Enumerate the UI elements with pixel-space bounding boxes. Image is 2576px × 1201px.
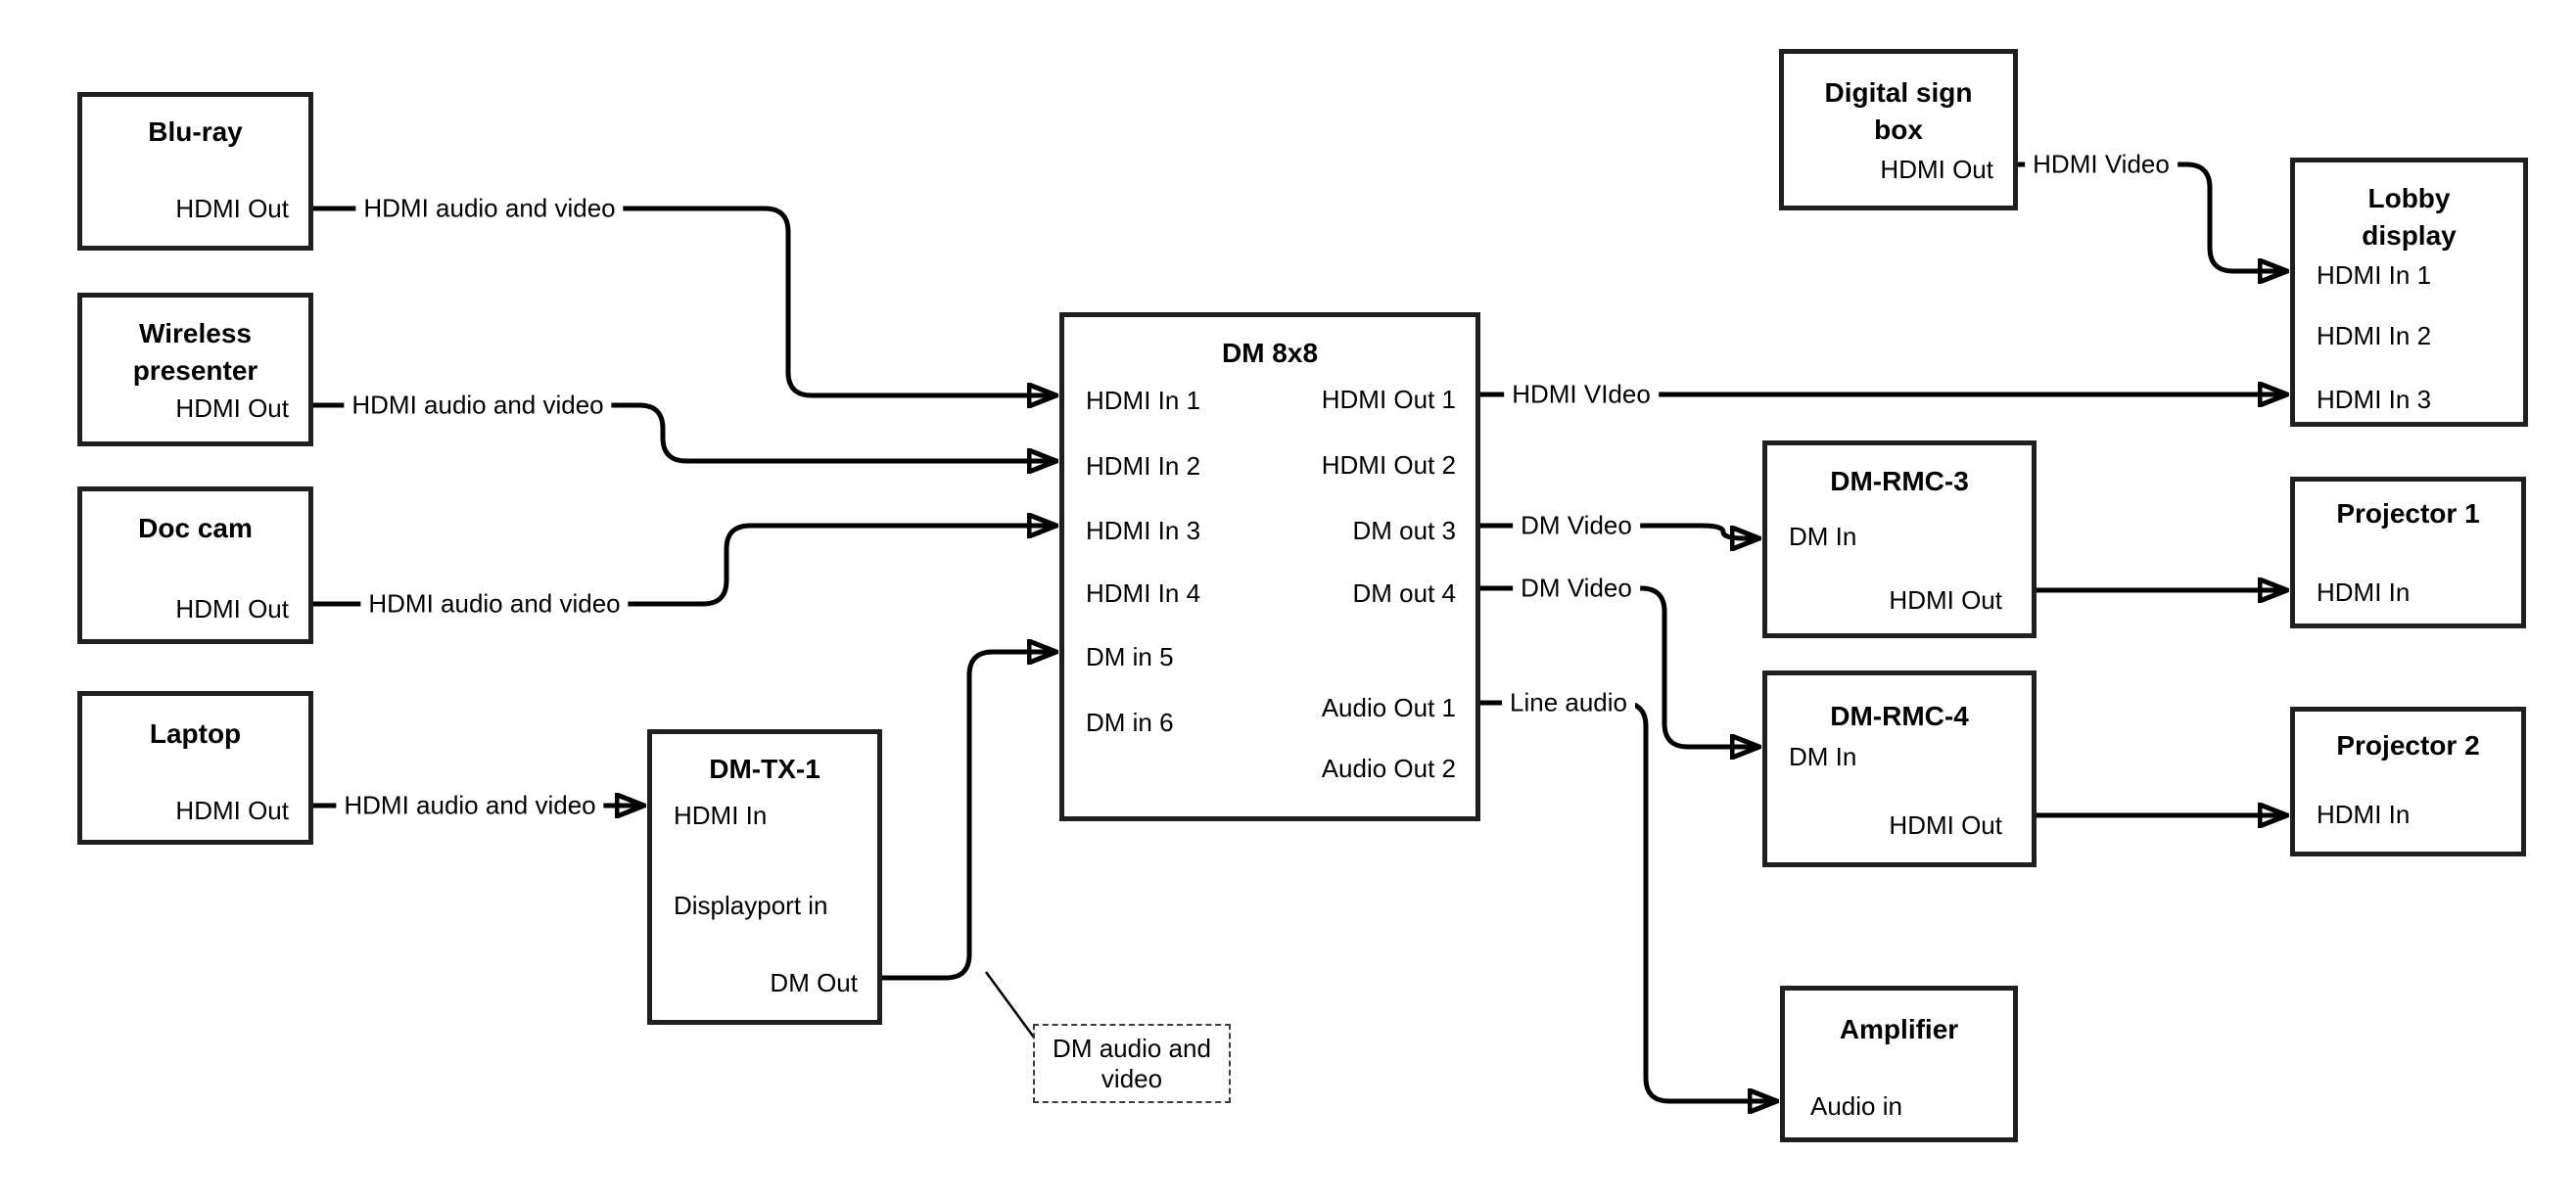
port-rmc3-dm-in: DM In [1789,522,1857,551]
callout-leader-line [984,971,1042,1046]
port-dm8x8-hdmi-in-3: HDMI In 3 [1086,516,1201,545]
port-laptop-hdmi-out: HDMI Out [175,796,289,825]
port-lobby-hdmi-in-3: HDMI In 3 [2317,385,2432,414]
edge-label-digital-sign: HDMI Video [2025,147,2178,182]
node-doc-cam: Doc cam HDMI Out [77,486,313,644]
port-dm8x8-audio-out-1: Audio Out 1 [1321,693,1456,722]
node-title: DM-TX-1 [709,754,820,784]
node-lobby-display: Lobby display HDMI In 1 HDMI In 2 HDMI I… [2290,158,2528,427]
node-dm-rmc-3: DM-RMC-3 DM In HDMI Out [1762,440,2037,638]
node-projector-1: Projector 1 HDMI In [2290,477,2526,628]
node-title: Projector 2 [2336,730,2480,761]
edge-label-wireless-hdmi: HDMI audio and video [344,388,612,423]
port-digitalsign-hdmi-out: HDMI Out [1880,155,1993,184]
port-dm8x8-hdmi-out-2: HDMI Out 2 [1321,450,1456,480]
edge-label-hdmi-out1: HDMI VIdeo [1504,377,1659,412]
port-bluray-hdmi-out: HDMI Out [175,194,289,223]
port-dm8x8-dm-out-3: DM out 3 [1352,516,1457,545]
port-dm8x8-hdmi-in-4: HDMI In 4 [1086,578,1201,608]
port-dmtx1-displayport-in: Displayport in [674,891,828,920]
edge-label-dm-out4: DM Video [1513,571,1640,606]
port-dmtx1-hdmi-in: HDMI In [674,801,768,830]
edge-label-bluray-hdmi: HDMI audio and video [355,191,624,226]
port-rmc4-dm-in: DM In [1789,742,1857,771]
wire-bluray-to-dm8x8-in1 [313,206,1055,395]
port-dm8x8-dm-in-6: DM in 6 [1086,708,1174,737]
wire-dm8x8-audio1-to-amplifier [1480,700,1776,1101]
node-wireless-presenter: Wireless presenter HDMI Out [77,293,313,446]
port-dm8x8-audio-out-2: Audio Out 2 [1321,754,1456,783]
wire-doccam-to-dm8x8-in3 [310,526,1055,607]
callout-dm-audio-and-video: DM audio and video [1033,1024,1231,1103]
edge-label-doccam-hdmi: HDMI audio and video [360,586,629,622]
node-laptop: Laptop HDMI Out [77,691,313,845]
wire-digitalsign-to-lobby-in1 [2018,162,2286,271]
node-title: Projector 1 [2336,498,2480,529]
port-lobby-hdmi-in-1: HDMI In 1 [2317,260,2432,290]
port-doccam-hdmi-out: HDMI Out [175,594,289,624]
node-title: DM-RMC-3 [1830,466,1969,496]
port-dm8x8-hdmi-out-1: HDMI Out 1 [1321,385,1456,414]
node-title: Digital sign box [1824,77,1973,145]
node-title: DM 8x8 [1221,338,1319,368]
port-dm8x8-hdmi-in-2: HDMI In 2 [1086,451,1201,481]
node-dm-rmc-4: DM-RMC-4 DM In HDMI Out [1762,670,2037,867]
node-title: Doc cam [138,513,253,543]
node-title: Blu-ray [148,116,243,147]
port-dmtx1-dm-out: DM Out [770,968,858,997]
port-rmc3-hdmi-out: HDMI Out [1889,585,2002,615]
port-amplifier-audio-in: Audio in [1810,1091,1902,1121]
node-dm-tx-1: DM-TX-1 HDMI In Displayport in DM Out [647,729,882,1025]
wire-wireless-to-dm8x8-in2 [313,402,1055,461]
port-wireless-hdmi-out: HDMI Out [175,393,289,423]
node-dm-8x8: DM 8x8 HDMI In 1 HDMI In 2 HDMI In 3 HDM… [1059,312,1480,821]
wire-dm8x8-out3-to-rmc3 [1480,523,1758,538]
port-projector2-hdmi-in: HDMI In [2317,800,2411,829]
node-title: Laptop [149,718,242,749]
node-amplifier: Amplifier Audio in [1780,986,2018,1142]
node-title: DM-RMC-4 [1830,701,1969,731]
port-dm8x8-hdmi-in-1: HDMI In 1 [1086,386,1201,415]
port-lobby-hdmi-in-2: HDMI In 2 [2317,321,2432,350]
node-projector-2: Projector 2 HDMI In [2290,707,2526,856]
wire-dm8x8-out4-to-rmc4 [1480,585,1758,747]
port-rmc4-hdmi-out: HDMI Out [1889,810,2002,840]
wire-dmtx1-to-dm8x8-in5 [882,652,1055,981]
port-dm8x8-dm-out-4: DM out 4 [1352,578,1457,608]
node-bluray: Blu-ray HDMI Out [77,92,313,251]
node-digital-sign-box: Digital sign box HDMI Out [1779,49,2018,210]
node-title: Wireless presenter [132,318,258,386]
node-title: Lobby display [2362,183,2457,251]
port-projector1-hdmi-in: HDMI In [2317,577,2411,607]
port-dm8x8-dm-in-5: DM in 5 [1086,642,1174,671]
node-title: Amplifier [1839,1014,1959,1044]
edge-label-dm-out3: DM Video [1513,508,1640,543]
edge-label-audio-out1: Line audio [1502,685,1635,720]
edge-label-laptop-hdmi: HDMI audio and video [336,788,604,823]
